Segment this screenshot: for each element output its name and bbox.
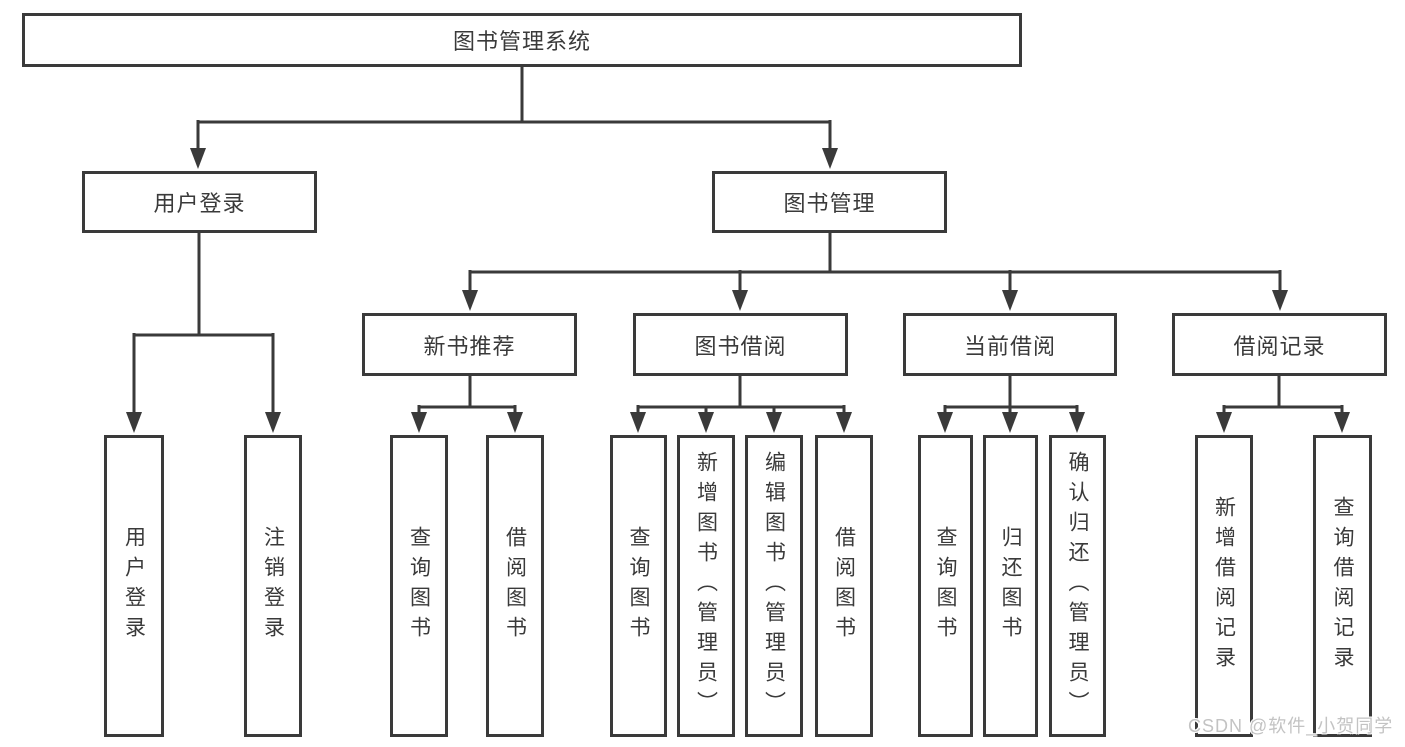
node-user-login: 用户登录 bbox=[82, 171, 317, 233]
arrowhead-icon bbox=[462, 290, 478, 311]
arrowhead-icon bbox=[732, 290, 748, 311]
arrowhead-icon bbox=[698, 412, 714, 433]
arrowhead-icon bbox=[507, 412, 523, 433]
leaf-add-borrow-record: 新增借阅记录 bbox=[1195, 435, 1253, 737]
arrowhead-icon bbox=[1334, 412, 1350, 433]
leaf-recommend-search-books: 查询图书 bbox=[390, 435, 448, 737]
arrowhead-icon bbox=[1002, 290, 1018, 311]
leaf-add-books-admin: 新增图书（管理员） bbox=[677, 435, 735, 737]
leaf-logout: 注销登录 bbox=[244, 435, 302, 737]
arrowhead-icon bbox=[265, 412, 281, 433]
arrowhead-icon bbox=[1069, 412, 1085, 433]
arrowhead-icon bbox=[1272, 290, 1288, 311]
leaf-confirm-return-admin: 确认归还（管理员） bbox=[1049, 435, 1106, 737]
arrowhead-icon bbox=[630, 412, 646, 433]
node-borrowing-records: 借阅记录 bbox=[1172, 313, 1387, 376]
leaf-search-borrow-record: 查询借阅记录 bbox=[1313, 435, 1372, 737]
node-book-management: 图书管理 bbox=[712, 171, 947, 233]
leaf-user-login: 用户登录 bbox=[104, 435, 164, 737]
node-root-library-system: 图书管理系统 bbox=[22, 13, 1022, 67]
leaf-recommend-borrow-books: 借阅图书 bbox=[486, 435, 544, 737]
node-current-borrowing: 当前借阅 bbox=[903, 313, 1117, 376]
arrowhead-icon bbox=[766, 412, 782, 433]
arrowhead-icon bbox=[190, 148, 206, 169]
arrowhead-icon bbox=[1216, 412, 1232, 433]
arrowhead-icon bbox=[411, 412, 427, 433]
arrowhead-icon bbox=[822, 148, 838, 169]
node-new-book-recommend: 新书推荐 bbox=[362, 313, 577, 376]
arrowhead-icon bbox=[126, 412, 142, 433]
leaf-borrow-search-books: 查询图书 bbox=[610, 435, 667, 737]
arrowheads-group bbox=[126, 148, 1350, 433]
leaf-borrow-books: 借阅图书 bbox=[815, 435, 873, 737]
arrowhead-icon bbox=[937, 412, 953, 433]
leaf-current-search-books: 查询图书 bbox=[918, 435, 973, 737]
csdn-watermark: CSDN @软件_小贺同学 bbox=[1188, 716, 1394, 736]
node-book-borrowing: 图书借阅 bbox=[633, 313, 848, 376]
leaf-edit-books-admin: 编辑图书（管理员） bbox=[745, 435, 803, 737]
arrowhead-icon bbox=[836, 412, 852, 433]
arrowhead-icon bbox=[1002, 412, 1018, 433]
leaf-return-books: 归还图书 bbox=[983, 435, 1038, 737]
